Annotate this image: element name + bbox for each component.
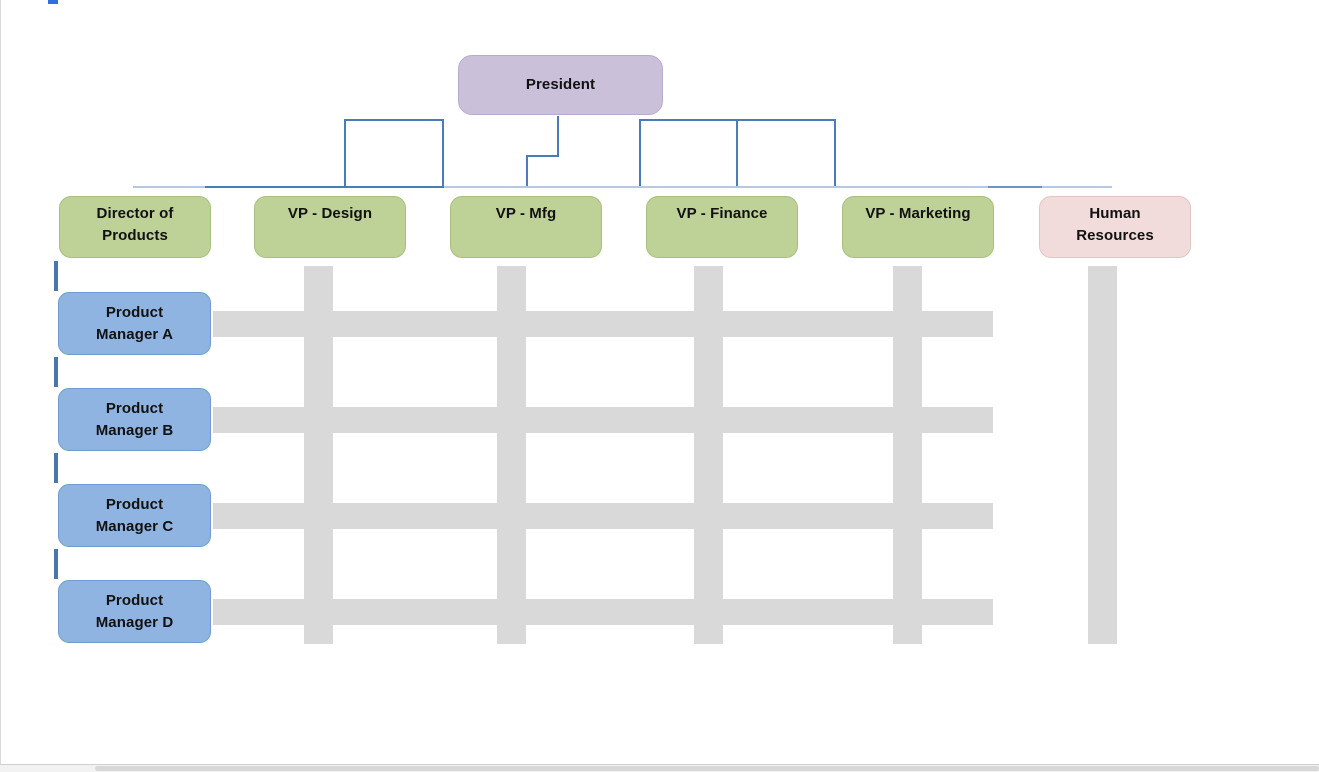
connector-line [639,119,836,121]
product-manager-b-label: Product Manager B [95,399,174,439]
product-manager-c-label: Product Manager C [95,495,174,535]
vp-marketing-box[interactable]: VP - Marketing [842,196,994,258]
vp-mfg-box[interactable]: VP - Mfg [450,196,602,258]
blue-marker [48,0,58,4]
pm-connector-tick [54,357,58,387]
director-of-products-label: Director of Products [96,205,174,244]
vp-finance-label: VP - Finance [676,205,768,222]
connector-line [442,119,444,187]
connector-line [526,155,528,187]
pm-connector-tick [54,261,58,291]
vp-design-label: VP - Design [287,205,373,222]
connector-line [557,116,559,157]
matrix-row-bar [213,407,993,433]
human-resources-box[interactable]: Human Resources [1039,196,1191,258]
matrix-row-bar [213,503,993,529]
vp-design-box[interactable]: VP - Design [254,196,406,258]
connector-bus-line [133,186,1112,188]
pm-connector-tick [54,549,58,579]
connector-bus-line [205,186,444,188]
president-label: President [525,76,596,93]
director-of-products-box[interactable]: Director of Products [59,196,211,258]
page-edge-line [0,0,1,765]
connector-line [736,119,738,187]
pm-connector-tick [54,453,58,483]
product-manager-b-box[interactable]: Product Manager B [58,388,211,451]
president-box[interactable]: President [458,55,663,115]
bottom-divider [0,764,1319,765]
vp-finance-box[interactable]: VP - Finance [646,196,798,258]
connector-line [344,119,444,121]
product-manager-a-box[interactable]: Product Manager A [58,292,211,355]
connector-line [639,119,641,187]
vp-marketing-label: VP - Marketing [865,205,971,222]
matrix-row-bar [213,311,993,337]
connector-line [344,119,346,187]
connector-bus-line [988,186,1042,188]
vp-mfg-label: VP - Mfg [495,205,557,222]
matrix-column-bar [1088,266,1117,644]
product-manager-c-box[interactable]: Product Manager C [58,484,211,547]
connector-line [834,119,836,187]
connector-line [526,155,559,157]
product-manager-a-label: Product Manager A [95,303,174,343]
product-manager-d-label: Product Manager D [95,591,174,631]
horizontal-scrollbar-thumb[interactable] [95,766,1319,771]
human-resources-label: Human Resources [1076,205,1154,244]
product-manager-d-box[interactable]: Product Manager D [58,580,211,643]
matrix-row-bar [213,599,993,625]
